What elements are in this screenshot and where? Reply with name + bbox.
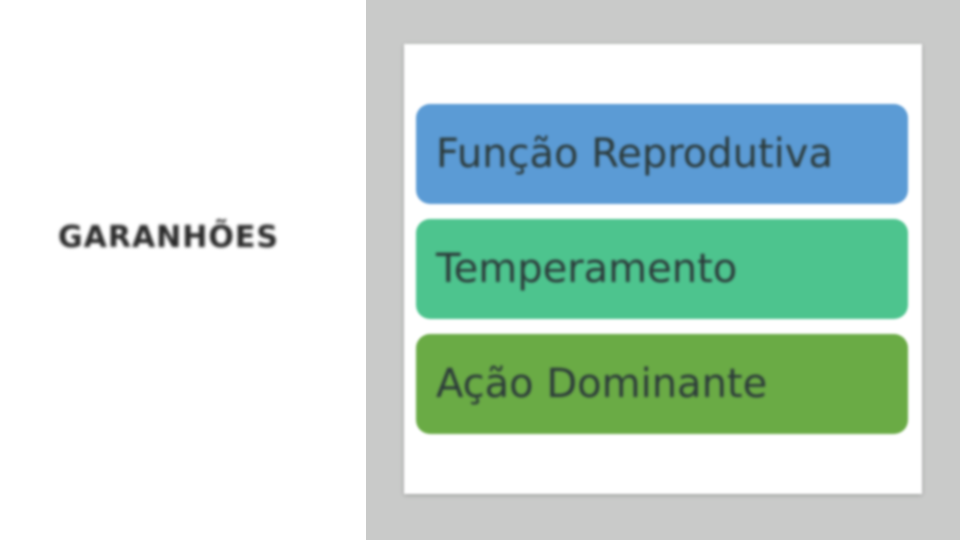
- item-funcao-reprodutiva: Função Reprodutiva: [416, 104, 908, 204]
- item-label: Temperamento: [436, 246, 738, 292]
- item-acao-dominante: Ação Dominante: [416, 334, 908, 434]
- item-temperamento: Temperamento: [416, 219, 908, 319]
- item-label: Função Reprodutiva: [436, 131, 833, 177]
- content-card: Função Reprodutiva Temperamento Ação Dom…: [404, 44, 922, 494]
- slide-title: GARANHÕES: [58, 220, 279, 255]
- left-panel: GARANHÕES: [0, 0, 366, 540]
- right-panel: Função Reprodutiva Temperamento Ação Dom…: [366, 0, 960, 540]
- item-label: Ação Dominante: [436, 361, 768, 407]
